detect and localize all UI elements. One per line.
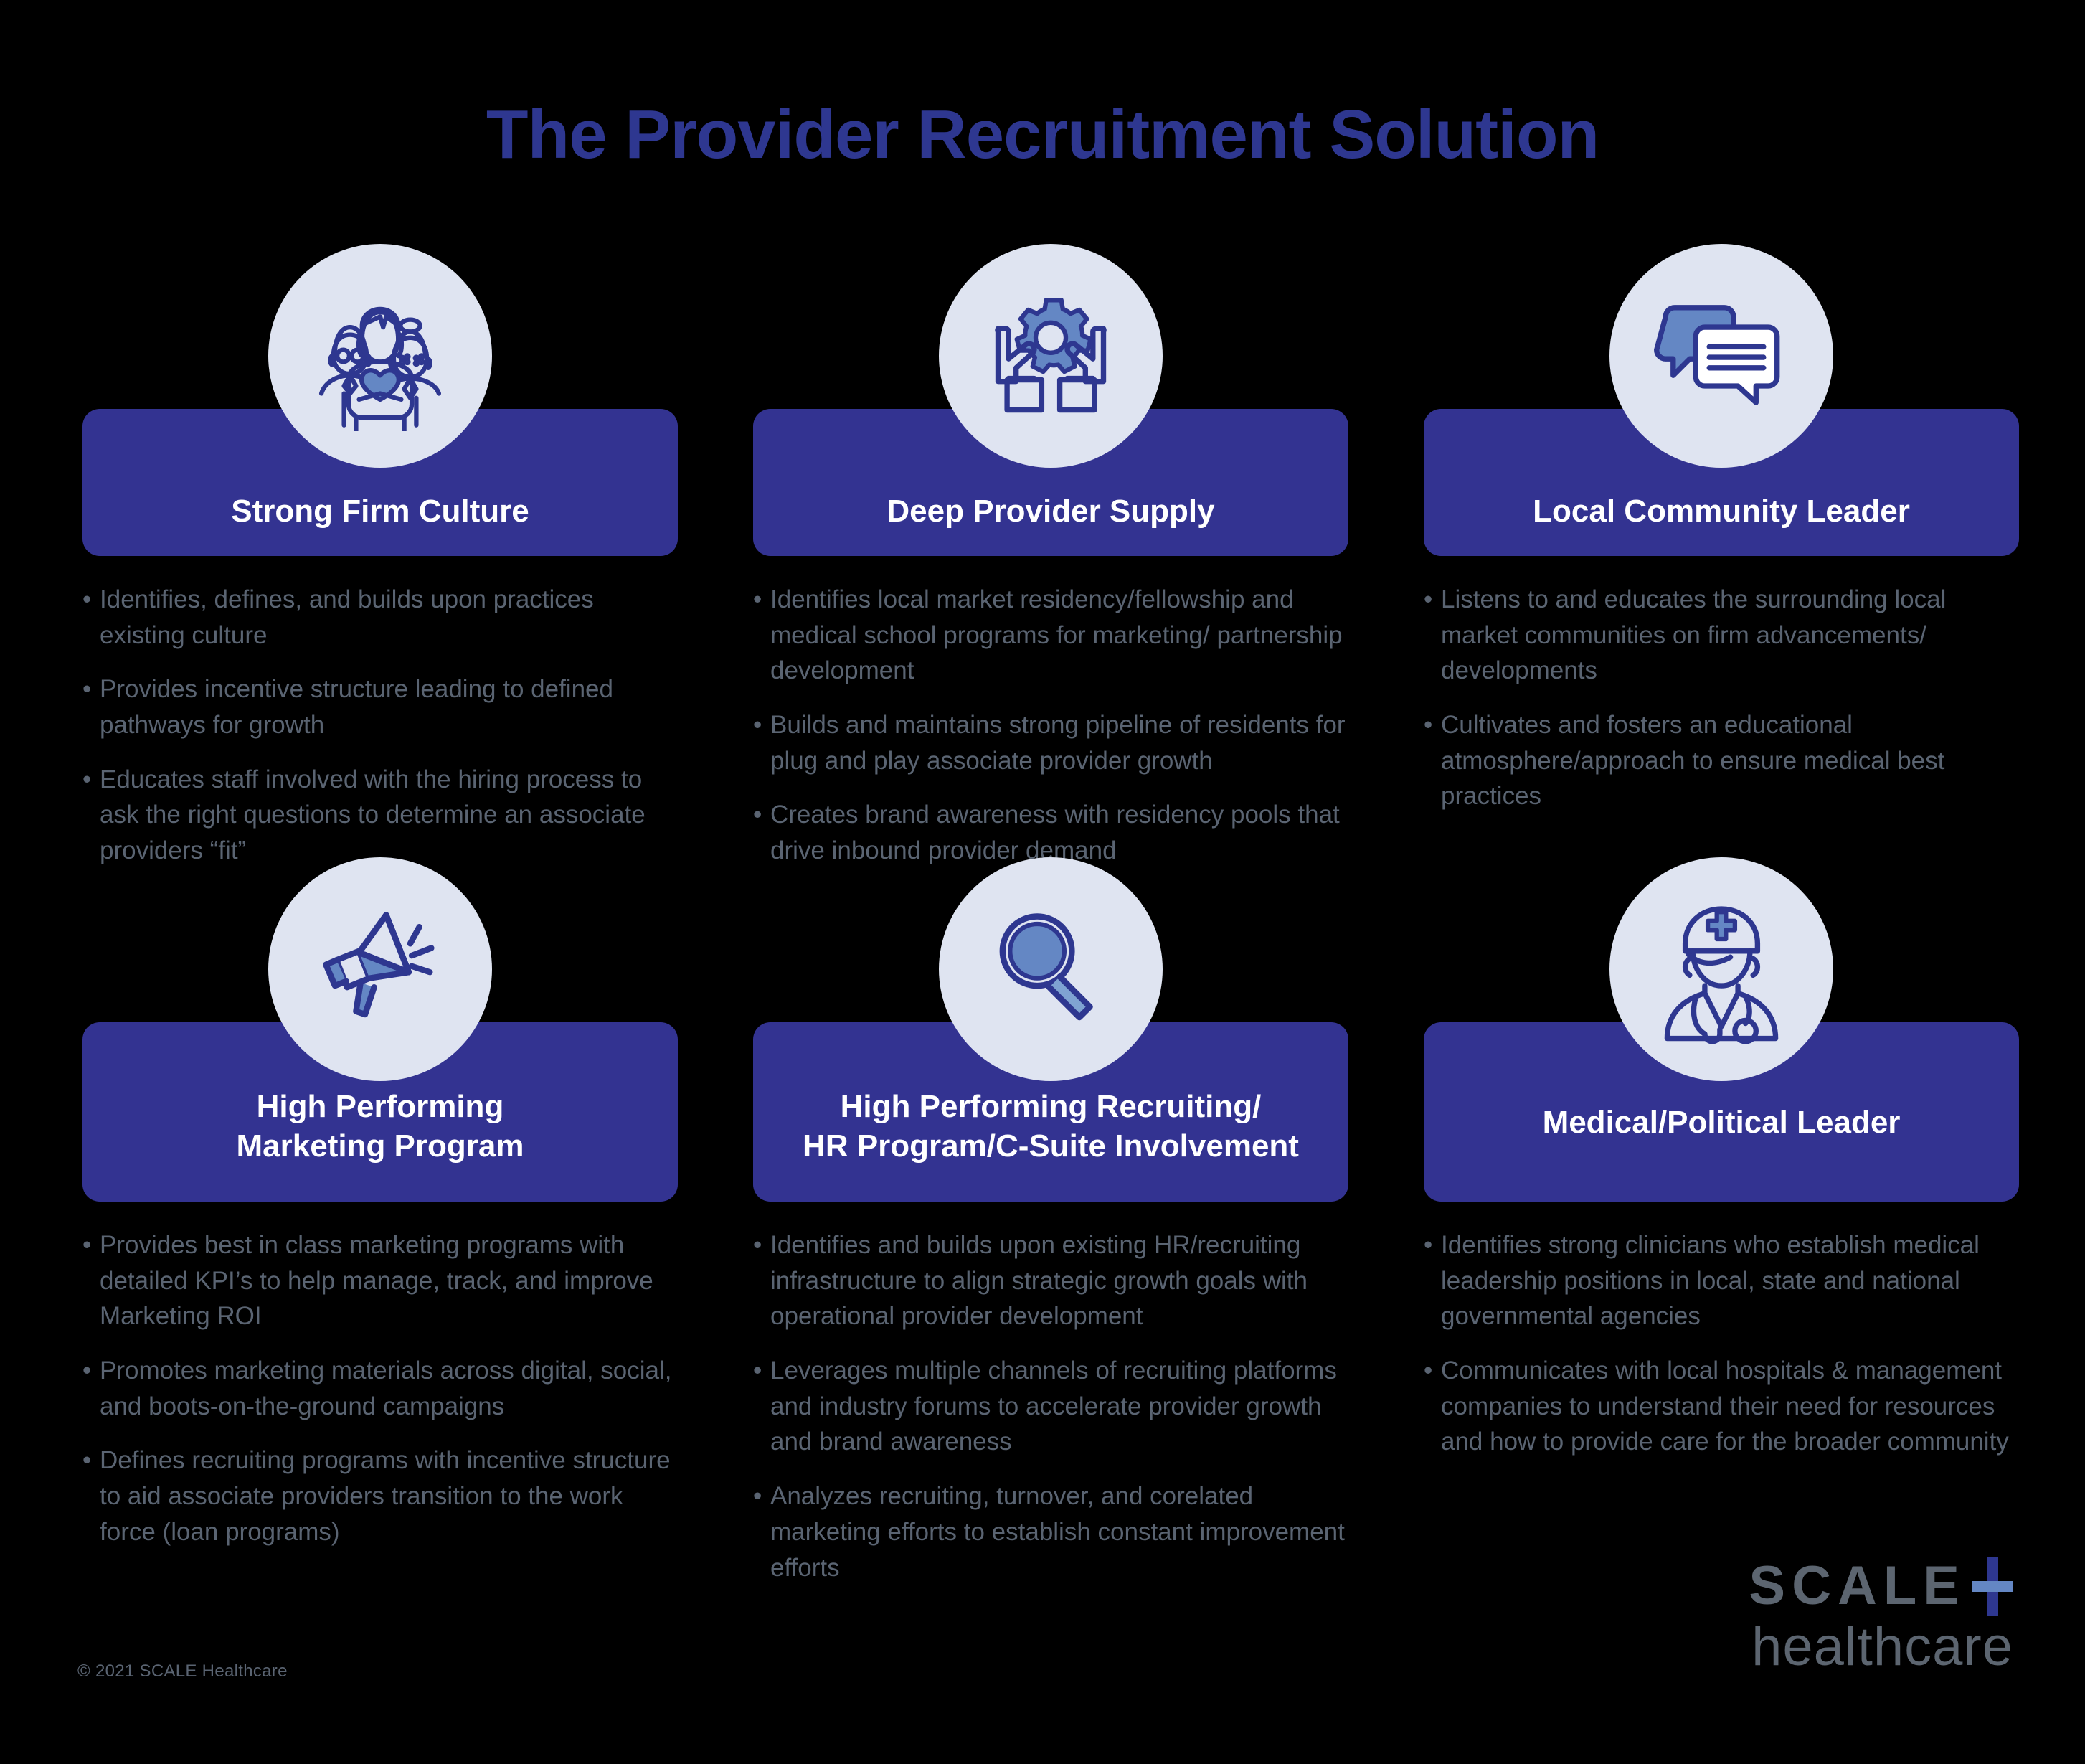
page-title: The Provider Recruitment Solution [486, 96, 1599, 173]
card-bullet-list: Listens to and educates the surrounding … [1424, 582, 2019, 814]
cards-row-2: High Performing Marketing Program Provid… [82, 857, 2019, 1604]
list-item: Educates staff involved with the hiring … [82, 762, 678, 869]
cards-row-1: Strong Firm Culture Identifies, defines,… [82, 244, 2019, 887]
three-people-heart-icon [268, 244, 492, 468]
megaphone-icon [268, 857, 492, 1081]
logo-wordmark-scale: SCALE [1749, 1555, 1966, 1616]
magnifying-glass-icon [939, 857, 1163, 1081]
list-item: Leverages multiple channels of recruitin… [753, 1353, 1348, 1460]
card-title: High Performing Marketing Program [236, 1089, 524, 1164]
card-high-performing-recruiting-hr-program: High Performing Recruiting/ HR Program/C… [753, 857, 1348, 1604]
logo-wordmark-healthcare: healthcare [1751, 1616, 2013, 1677]
list-item: Identifies, defines, and builds upon pra… [82, 582, 678, 653]
card-local-community-leader: Local Community Leader Listens to and ed… [1424, 244, 2019, 887]
speech-bubbles-icon [1609, 244, 1833, 468]
copyright-text: © 2021 SCALE Healthcare [77, 1661, 288, 1681]
card-banner: Local Community Leader [1424, 409, 2019, 556]
list-item: Defines recruiting programs with incenti… [82, 1443, 678, 1550]
card-medical-political-leader: Medical/Political Leader Identifies stro… [1424, 857, 2019, 1604]
list-item: Listens to and educates the surrounding … [1424, 582, 2019, 689]
list-item: Provides incentive structure leading to … [82, 671, 678, 742]
card-bullet-list: Identifies and builds upon existing HR/r… [753, 1227, 1348, 1585]
scale-healthcare-logo: SCALE healthcare [1749, 1557, 2013, 1676]
card-bullet-list: Provides best in class marketing program… [82, 1227, 678, 1550]
card-title: Medical/Political Leader [1542, 1104, 1901, 1140]
list-item: Promotes marketing materials across digi… [82, 1353, 678, 1424]
card-bullet-list: Identifies local market residency/fellow… [753, 582, 1348, 869]
card-title: High Performing Recruiting/ HR Program/C… [803, 1089, 1299, 1164]
card-bullet-list: Identifies, defines, and builds upon pra… [82, 582, 678, 869]
card-banner: Strong Firm Culture [82, 409, 678, 556]
doctor-icon [1609, 857, 1833, 1081]
list-item: Analyzes recruiting, turnover, and corel… [753, 1478, 1348, 1585]
list-item: Identifies strong clinicians who establi… [1424, 1227, 2019, 1334]
card-deep-provider-supply: Deep Provider Supply Identifies local ma… [753, 244, 1348, 887]
list-item: Builds and maintains strong pipeline of … [753, 707, 1348, 778]
hands-holding-gear-icon [939, 244, 1163, 468]
list-item: Identifies local market residency/fellow… [753, 582, 1348, 689]
card-strong-firm-culture: Strong Firm Culture Identifies, defines,… [82, 244, 678, 887]
plus-icon [1972, 1557, 2013, 1616]
plus-horizontal-bar [1972, 1581, 2013, 1592]
card-title: Deep Provider Supply [887, 494, 1215, 529]
list-item: Communicates with local hospitals & mana… [1424, 1353, 2019, 1460]
logo-top-row: SCALE [1749, 1557, 2013, 1616]
card-bullet-list: Identifies strong clinicians who establi… [1424, 1227, 2019, 1460]
list-item: Identifies and builds upon existing HR/r… [753, 1227, 1348, 1334]
list-item: Cultivates and fosters an educational at… [1424, 707, 2019, 814]
card-title: Local Community Leader [1533, 494, 1910, 529]
card-title: Strong Firm Culture [231, 494, 529, 529]
card-high-performing-marketing-program: High Performing Marketing Program Provid… [82, 857, 678, 1604]
list-item: Provides best in class marketing program… [82, 1227, 678, 1334]
